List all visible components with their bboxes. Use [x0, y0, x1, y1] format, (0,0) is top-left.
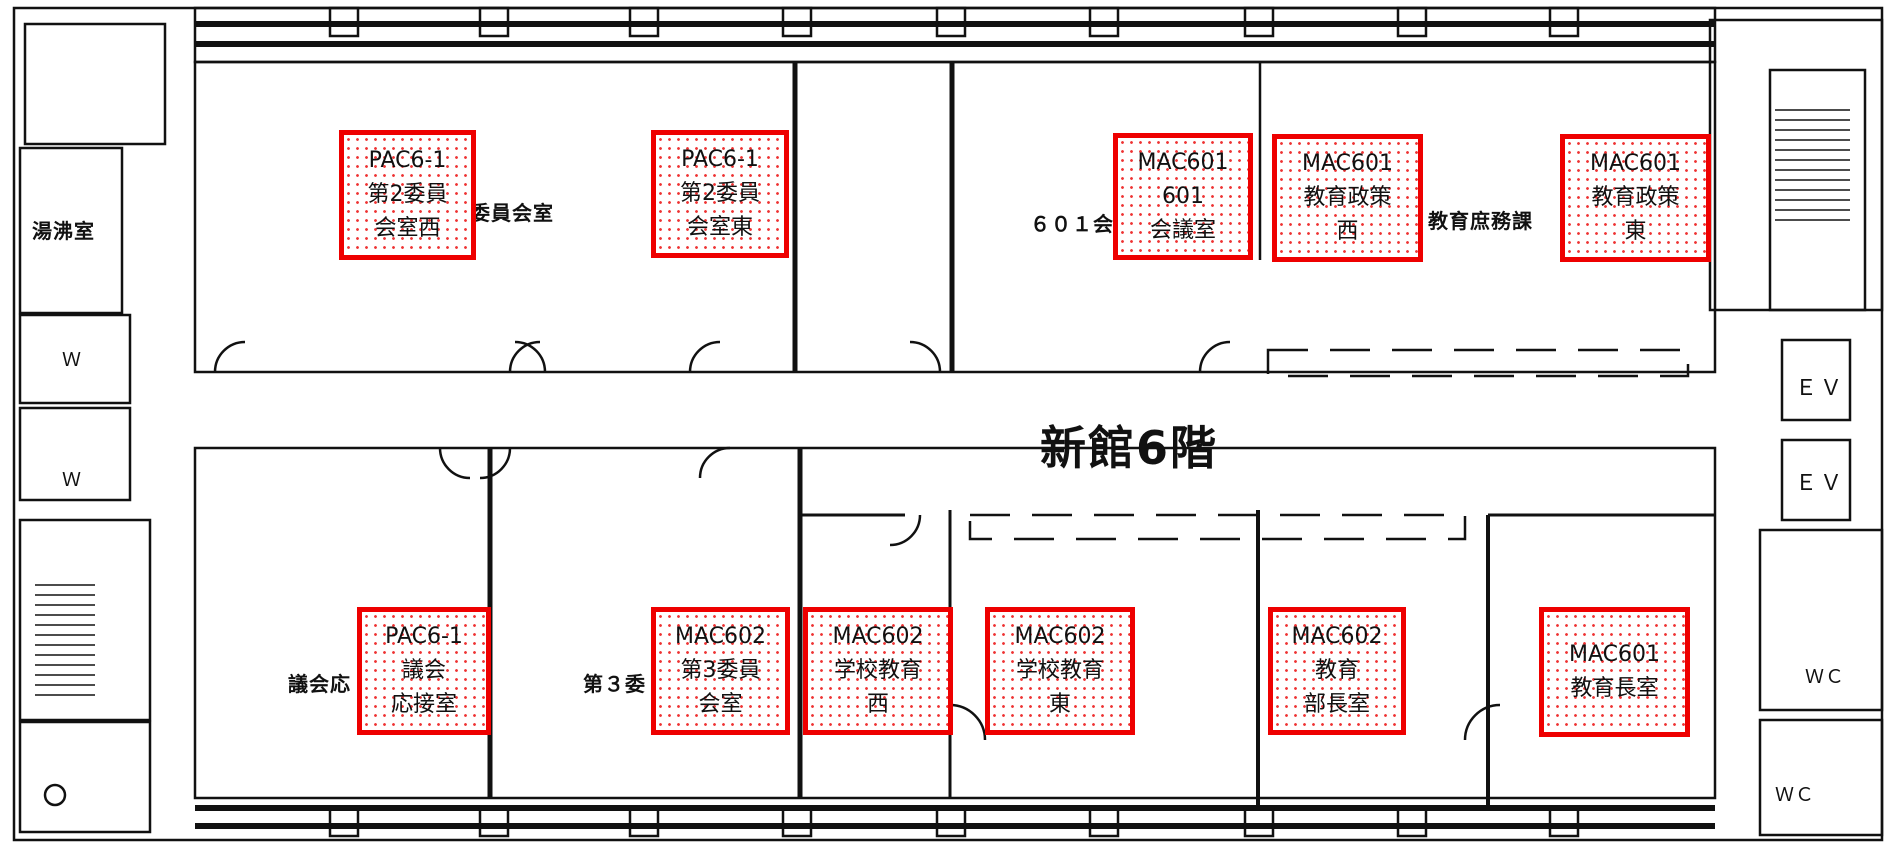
- room-box-mac602-education-director[interactable]: MAC602 教育 部長室: [1268, 607, 1406, 735]
- room-box-line: 東: [1624, 219, 1647, 244]
- room-box-line: MAC601: [1590, 151, 1681, 176]
- room-box-line: MAC602: [1014, 624, 1106, 649]
- room-box-line: 教育政策: [1303, 185, 1392, 210]
- room-box-mac602-school-education-west[interactable]: MAC602 学校教育 西: [803, 607, 953, 735]
- bottom-room-block: [193, 446, 1717, 800]
- room-box-line: 第3委員: [680, 658, 761, 683]
- label-ev-2: ＥＶ: [1795, 471, 1846, 496]
- room-box-line: 会議室: [1149, 217, 1216, 243]
- ev-1: [1780, 338, 1852, 422]
- room-box-pac6-1-second-committee-east[interactable]: PAC6-1 第2委員 会室東: [651, 130, 789, 258]
- room-box-line: 議会: [401, 658, 446, 683]
- label-boiling-room: 湯沸室: [32, 219, 95, 243]
- room-box-mac601-education-policy-east[interactable]: MAC601 教育政策 東: [1560, 134, 1711, 262]
- wc-block-right: [1758, 528, 1884, 712]
- room-box-line: 第2委員: [680, 181, 760, 206]
- label-third-committee: 第３委: [583, 672, 646, 696]
- room-box-line: MAC602: [675, 624, 766, 649]
- room-box-pac6-1-assembly-reception[interactable]: PAC6-1 議会 応接室: [357, 607, 491, 735]
- label-ev-1: ＥＶ: [1795, 376, 1846, 401]
- room-box-line: MAC602: [1291, 624, 1383, 649]
- room-box-line: PAC6-1: [385, 624, 463, 649]
- room-box-line: 教育政策: [1591, 185, 1680, 210]
- label-education-affairs: 教育庶務課: [1428, 209, 1533, 233]
- label-wc-4: ＷＣ: [1775, 784, 1816, 806]
- label-wc-3: ＷＣ: [1805, 666, 1846, 688]
- room-box-line: MAC601: [1137, 149, 1229, 175]
- top-room-block: [193, 60, 1717, 374]
- room-box-line: 会室東: [686, 215, 753, 240]
- room-box-mac602-third-committee[interactable]: MAC602 第3委員 会室: [651, 607, 790, 735]
- room-box-line: 学校教育: [833, 658, 922, 683]
- room-box-line: 応接室: [390, 692, 457, 717]
- stair-left: [18, 518, 152, 722]
- label-assembly-reception: 議会応: [288, 672, 351, 696]
- room-box-line: 教育長室: [1570, 676, 1659, 701]
- room-box-line: 学校教育: [1015, 658, 1104, 683]
- stair-right: [1708, 18, 1884, 312]
- room-box-line: 西: [866, 692, 889, 717]
- room-box-line: 部長室: [1303, 692, 1370, 717]
- room-box-mac601-601-meeting[interactable]: MAC601 601 会議室: [1113, 133, 1253, 260]
- room-box-line: PAC6-1: [681, 147, 759, 172]
- room-box-mac601-superintendent[interactable]: MAC601 教育長室: [1539, 607, 1690, 737]
- room-box-line: 東: [1048, 692, 1071, 717]
- room-box-line: MAC602: [832, 624, 924, 649]
- floor-title: 新館6階: [1040, 421, 1219, 475]
- boiling-room: [18, 146, 124, 315]
- room-box-mac602-school-education-east[interactable]: MAC602 学校教育 東: [985, 607, 1135, 735]
- room-box-line: 会室: [698, 692, 743, 717]
- room-box-line: MAC601: [1569, 642, 1660, 667]
- label-wc-2: Ｗ: [62, 469, 83, 491]
- room-box-line: 教育: [1314, 658, 1359, 683]
- ev-2: [1780, 438, 1852, 522]
- room-box-line: 601: [1162, 183, 1204, 209]
- label-room-601: ６０１会: [1030, 212, 1114, 236]
- room-box-line: MAC601: [1302, 151, 1393, 176]
- label-wc-1: Ｗ: [62, 349, 83, 371]
- room-box-line: 第2委員: [367, 182, 448, 207]
- room-box-line: 会室西: [374, 216, 441, 241]
- room-box-line: 西: [1336, 219, 1359, 244]
- room-box-line: PAC6-1: [368, 148, 447, 173]
- label-committee-room: 委員会室: [470, 201, 554, 225]
- room-box-pac6-1-second-committee-west[interactable]: PAC6-1 第2委員 会室西: [339, 130, 476, 260]
- room-box-mac601-education-policy-west[interactable]: MAC601 教育政策 西: [1272, 134, 1423, 262]
